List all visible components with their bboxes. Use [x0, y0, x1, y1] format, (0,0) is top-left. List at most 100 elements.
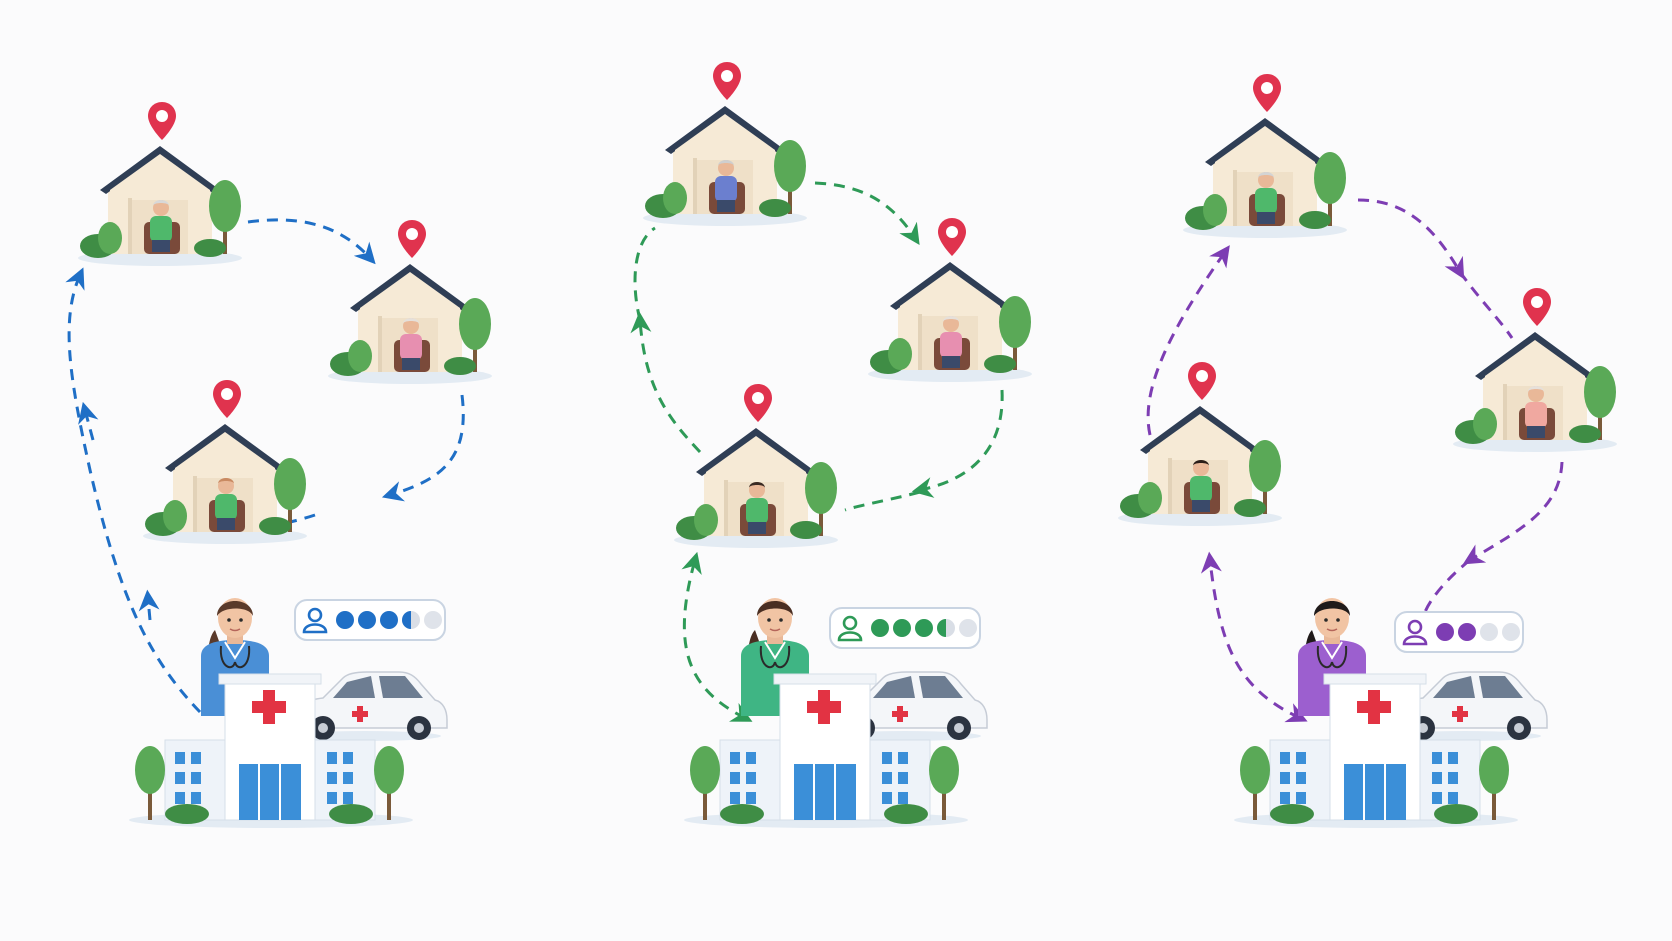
route-path [381, 394, 465, 502]
caseload-dot-empty [959, 619, 977, 637]
location-pin-icon [148, 102, 176, 140]
patient-icon [1184, 460, 1220, 514]
patient-icon [740, 482, 776, 536]
person-icon [837, 615, 863, 642]
stethoscope-icon [759, 645, 791, 669]
route-path [65, 267, 202, 714]
tree-icon [1584, 366, 1616, 440]
route-path [247, 218, 376, 265]
caseload-dot-empty [1502, 623, 1520, 641]
tree-icon [1314, 152, 1346, 226]
location-pin-icon [398, 220, 426, 258]
caseload-dot-filled [871, 619, 889, 637]
patient-icon [1519, 386, 1555, 440]
house-blue-2 [328, 220, 492, 384]
route-path [1200, 551, 1308, 723]
route-purple [1118, 74, 1617, 828]
tree-icon [209, 180, 241, 254]
route-path [1357, 198, 1465, 280]
hospital-green [684, 673, 968, 828]
caseload-dot-filled [915, 619, 933, 637]
house-blue-3 [143, 380, 307, 544]
bush-icon [1455, 408, 1601, 444]
location-pin-icon [744, 384, 772, 422]
caseload-badge-purple [1394, 611, 1524, 653]
route-path [78, 401, 99, 441]
stethoscope-icon [219, 645, 251, 669]
route-path [911, 389, 1004, 498]
tree-icon [1249, 440, 1281, 514]
car-icon [289, 671, 448, 741]
tree-icon [135, 746, 404, 820]
bush-icon [330, 340, 476, 376]
bush-icon [1270, 804, 1478, 824]
caseload-dot-filled [336, 611, 354, 629]
hospital-icon [1234, 673, 1518, 828]
route-path [681, 551, 753, 722]
tree-icon [805, 462, 837, 536]
caseload-dot-empty [1480, 623, 1498, 641]
location-pin-icon [938, 218, 966, 256]
route-path [1458, 271, 1514, 339]
house-purple-2 [1453, 288, 1617, 452]
person-icon [1402, 619, 1428, 646]
route-path [1462, 461, 1564, 565]
house-green-2 [868, 218, 1032, 382]
route-blue-paths [65, 218, 465, 714]
house-blue-1 [78, 102, 242, 266]
caseload-dot-filled [1458, 623, 1476, 641]
caseload-dot-filled [1436, 623, 1454, 641]
route-path [138, 589, 160, 621]
stethoscope-icon [1316, 645, 1348, 669]
location-pin-icon [1253, 74, 1281, 112]
bush-icon [1120, 482, 1266, 518]
route-blue [65, 102, 492, 828]
route-path [814, 181, 920, 246]
bush-icon [870, 338, 1016, 374]
location-pin-icon [213, 380, 241, 418]
bush-icon [145, 500, 291, 536]
location-pin-icon [713, 62, 741, 100]
route-path [1146, 245, 1230, 436]
patient-icon [394, 318, 430, 372]
route-path [630, 311, 702, 454]
caseload-dot-filled [380, 611, 398, 629]
caseload-dot-partial [402, 611, 420, 629]
route-path [633, 226, 656, 321]
location-pin-icon [1523, 288, 1551, 326]
patient-icon [209, 478, 245, 532]
car-blue [289, 671, 448, 741]
tree-icon [1240, 746, 1509, 820]
hospital-icon [129, 673, 413, 828]
hospital-blue [129, 673, 413, 828]
route-path [1423, 558, 1471, 613]
caseload-dot-filled [358, 611, 376, 629]
hospital-icon [684, 673, 968, 828]
bush-icon [645, 182, 791, 218]
tree-icon [999, 296, 1031, 370]
caseload-dot-empty [424, 611, 442, 629]
bush-icon [720, 804, 928, 824]
tree-icon [459, 298, 491, 372]
house-green-1 [643, 62, 807, 226]
bush-icon [1185, 194, 1331, 230]
person-icon [302, 607, 328, 634]
bush-icon [80, 222, 226, 258]
house-green-3 [674, 384, 838, 548]
location-pin-icon [1188, 362, 1216, 400]
tree-icon [774, 140, 806, 214]
patient-icon [1249, 172, 1285, 226]
patient-icon [709, 160, 745, 214]
caseload-dot-filled [893, 619, 911, 637]
route-path [844, 490, 921, 512]
route-green [630, 62, 1032, 828]
caseload-badge-blue [294, 599, 446, 641]
bush-icon [676, 504, 822, 540]
patient-icon [144, 200, 180, 254]
patient-icon [934, 316, 970, 370]
bush-icon [165, 804, 373, 824]
caseload-dot-partial [937, 619, 955, 637]
house-purple-3 [1118, 362, 1282, 526]
tree-icon [274, 458, 306, 532]
